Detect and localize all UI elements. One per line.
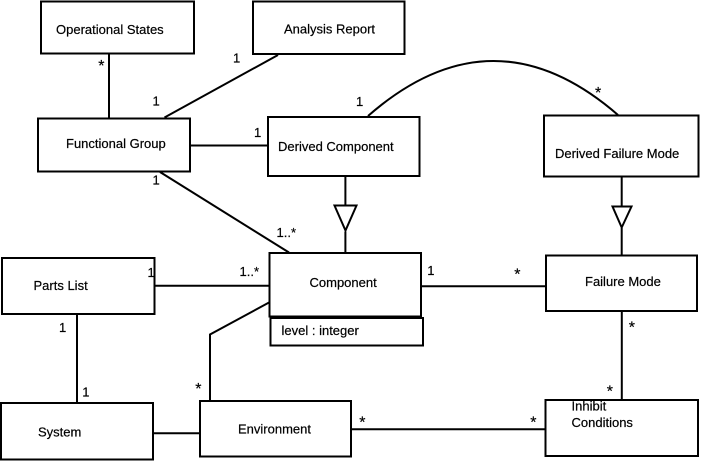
svg-text:Derived Component: Derived Component [278,139,394,154]
svg-text:Operational States: Operational States [56,22,164,37]
svg-text:1..*: 1..* [277,225,297,240]
svg-text:*: * [607,383,613,400]
svg-text:Inhibit: Inhibit [572,399,607,414]
svg-text:System: System [38,425,81,440]
svg-text:1: 1 [233,51,240,66]
svg-text:Derived Failure Mode: Derived Failure Mode [555,146,679,161]
svg-text:*: * [98,58,104,75]
svg-text:Conditions: Conditions [572,415,634,430]
svg-text:1: 1 [153,94,160,109]
svg-text:Failure Mode: Failure Mode [585,274,661,289]
svg-text:1: 1 [427,263,434,278]
svg-text:1: 1 [59,320,66,335]
svg-text:Functional Group: Functional Group [66,136,166,151]
svg-text:1..*: 1..* [240,264,260,279]
svg-text:1: 1 [254,125,261,140]
svg-text:*: * [595,85,601,102]
svg-text:1: 1 [82,384,89,399]
svg-text:level : integer: level : integer [282,323,360,338]
svg-text:*: * [530,414,536,431]
svg-text:1: 1 [148,265,155,280]
svg-text:Parts List: Parts List [34,278,89,293]
svg-text:*: * [629,319,635,336]
svg-text:1: 1 [356,94,363,109]
svg-text:1: 1 [153,172,160,187]
svg-text:*: * [359,414,365,431]
svg-text:*: * [195,381,201,398]
svg-text:Analysis Report: Analysis Report [284,22,375,37]
svg-text:Environment: Environment [238,422,311,437]
svg-text:Component: Component [310,275,378,290]
svg-text:*: * [514,267,520,284]
